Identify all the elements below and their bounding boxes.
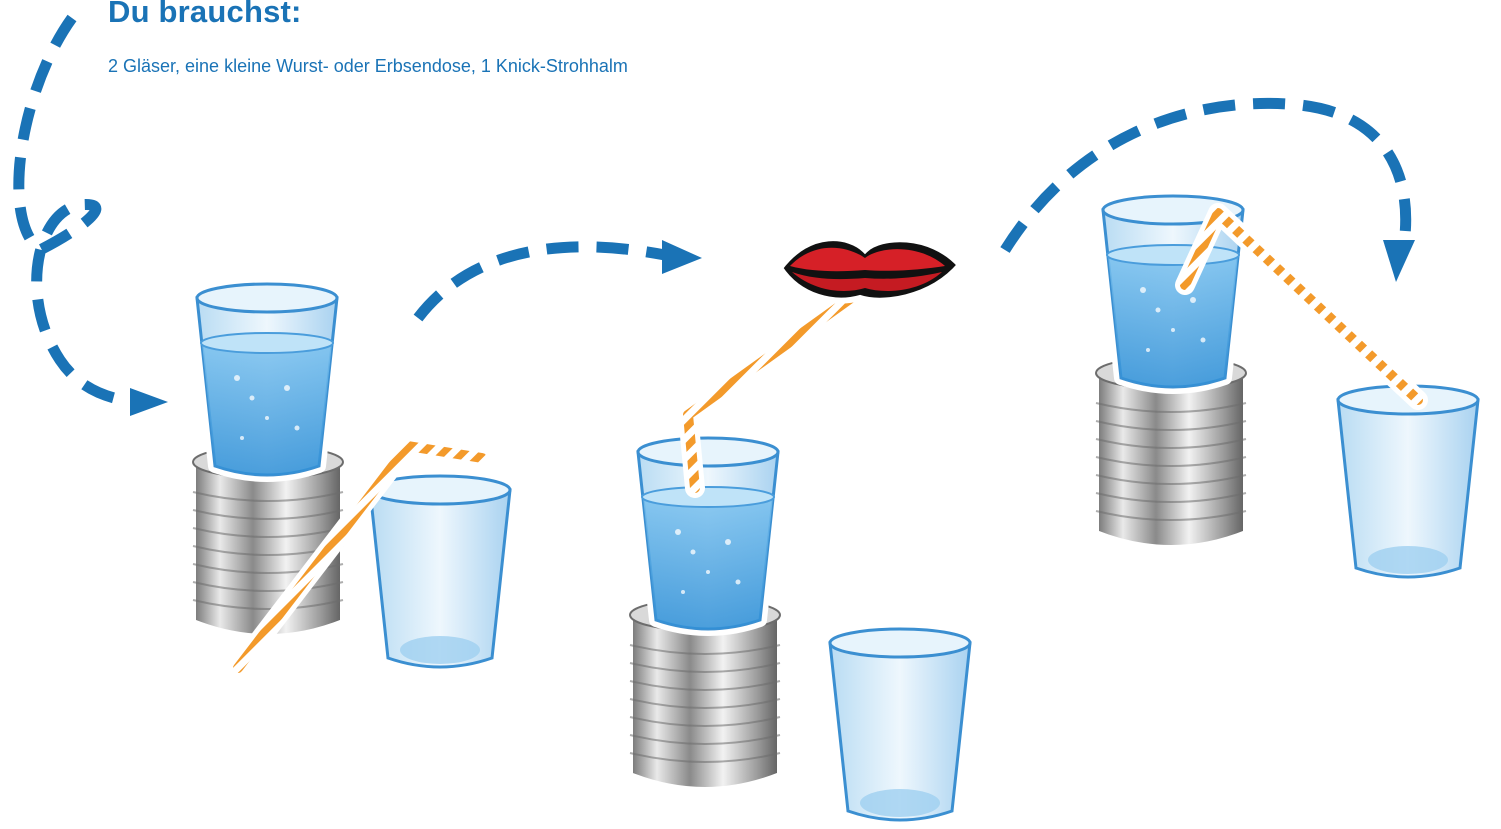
arrowhead-right: [1383, 240, 1415, 282]
lips-icon: [780, 238, 960, 301]
scene-3-siphon: [1096, 196, 1478, 577]
dashed-arrow-middle: [418, 247, 665, 318]
dashed-arrow-left: [19, 18, 140, 402]
arrowhead-middle: [662, 240, 702, 274]
scene-1-setup: [193, 284, 510, 668]
scene-2-suck-straw: [630, 238, 970, 820]
arrowhead-left: [130, 388, 168, 416]
